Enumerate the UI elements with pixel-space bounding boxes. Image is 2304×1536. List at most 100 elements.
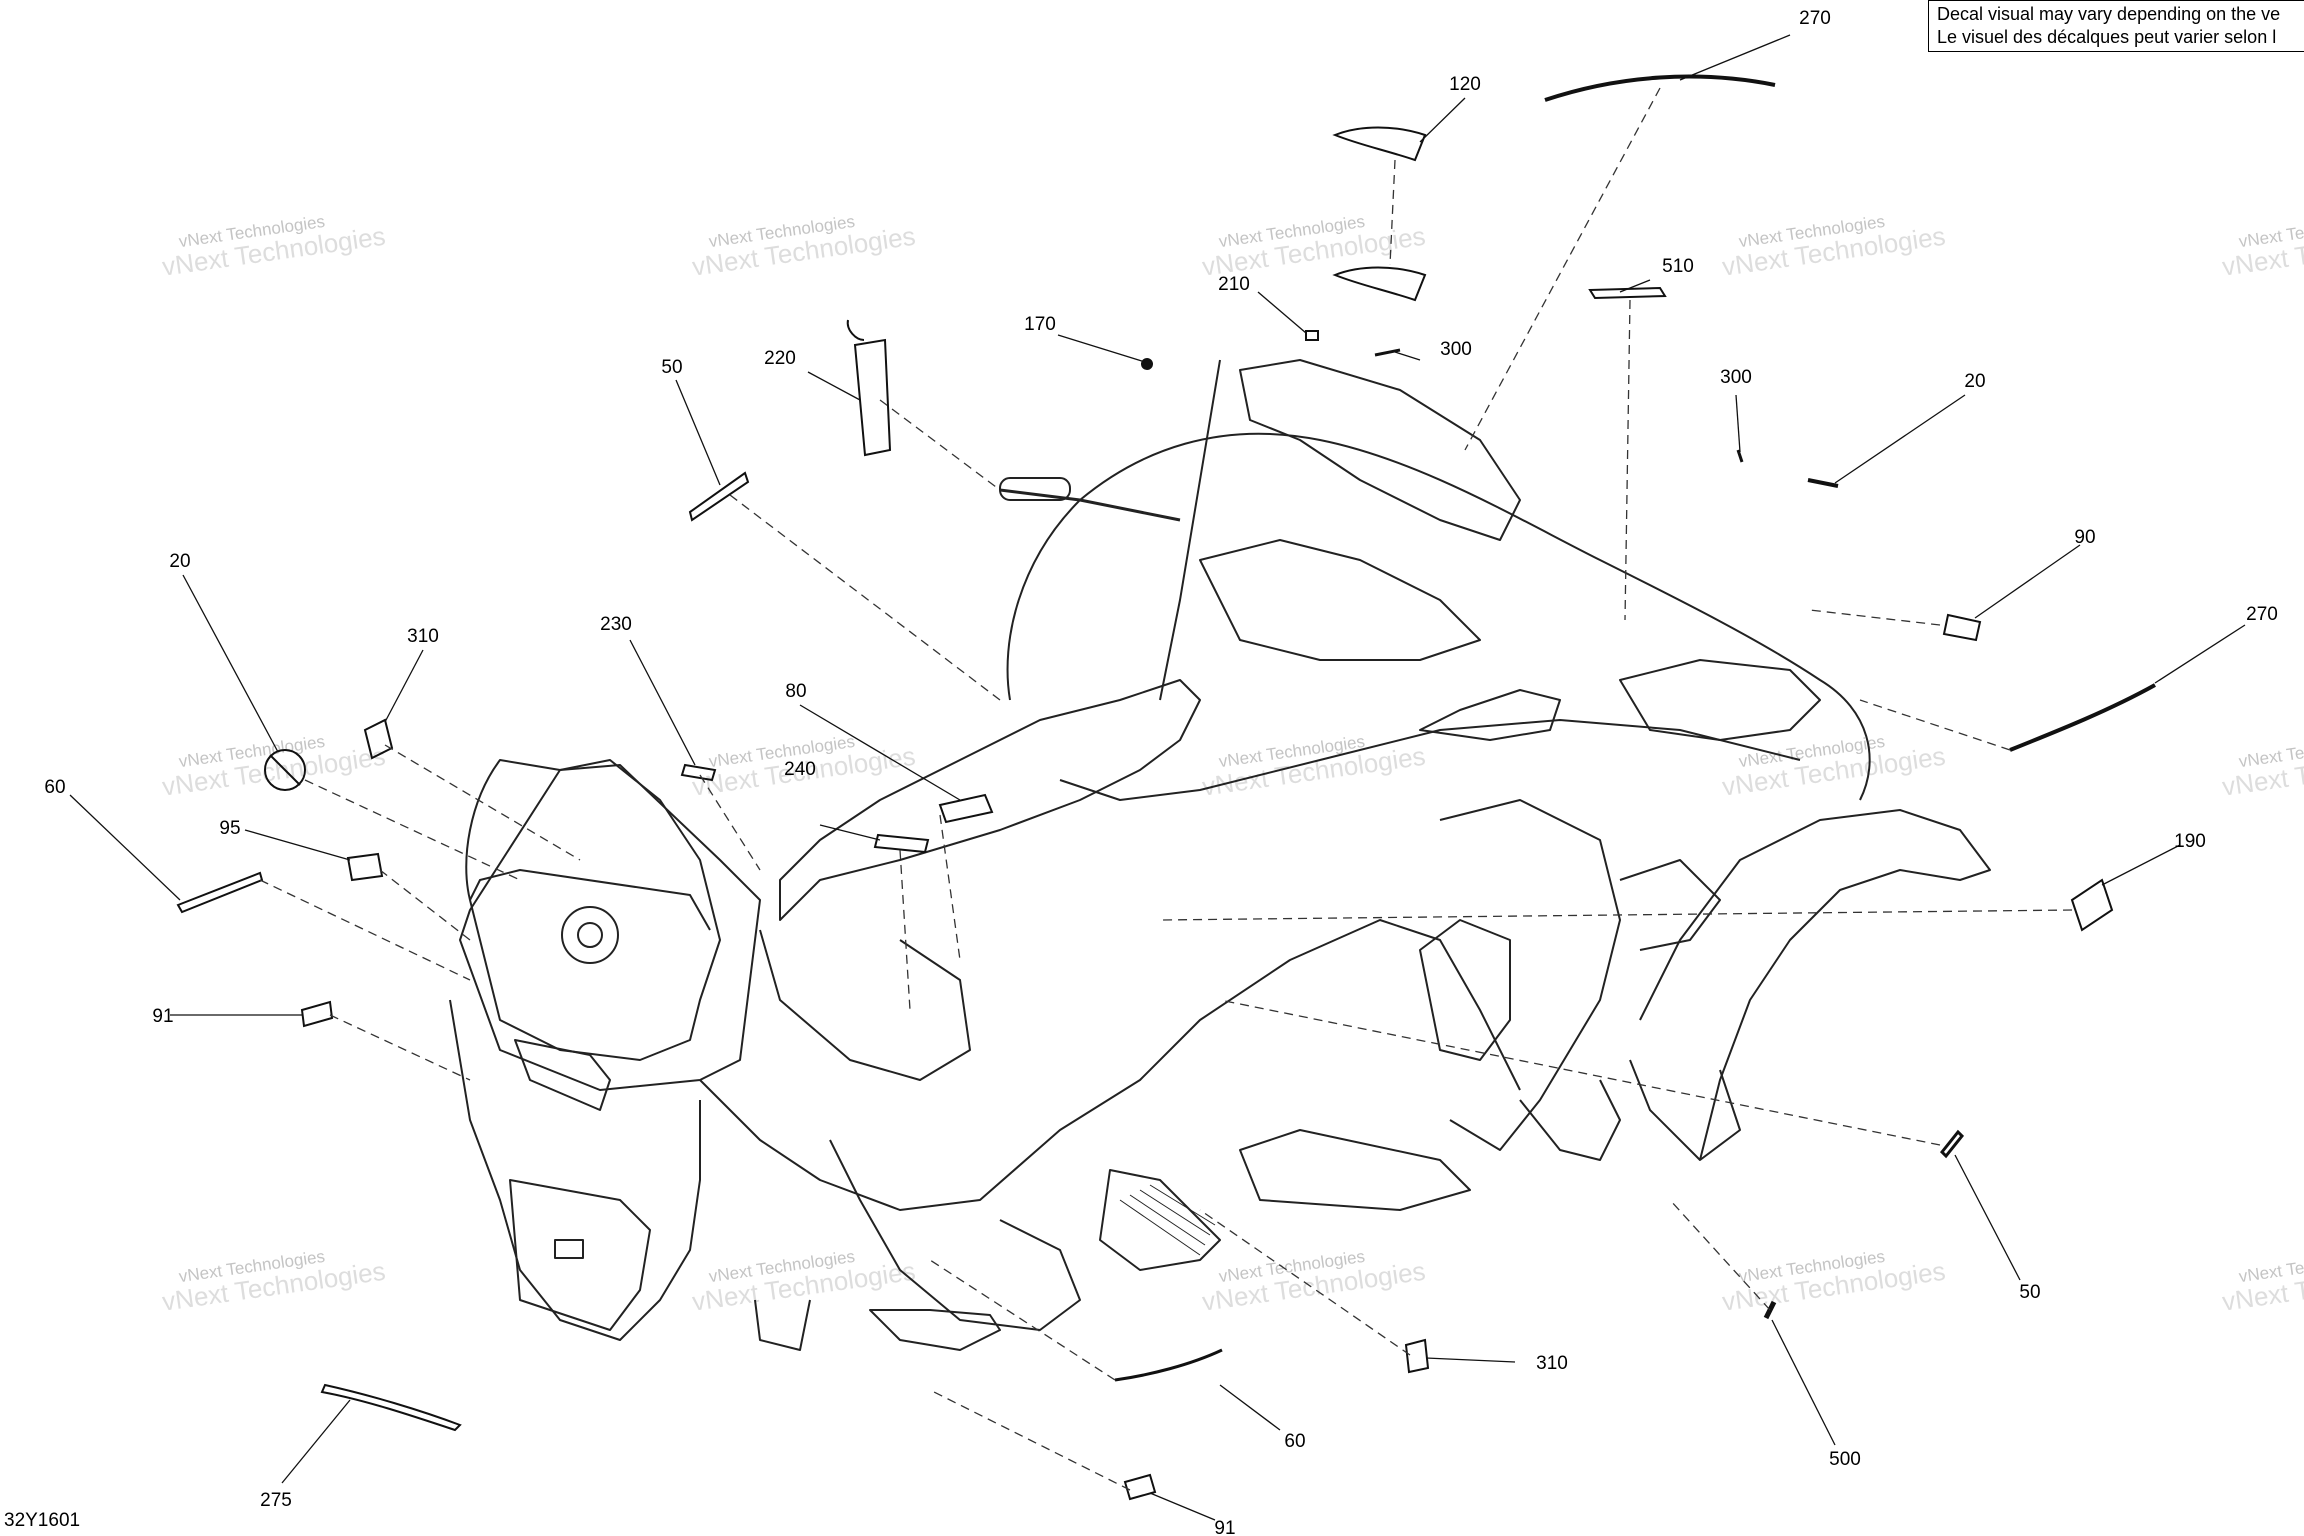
decal-95-part bbox=[346, 852, 384, 882]
callout-300-right: 300 bbox=[1720, 367, 1752, 388]
leader-line bbox=[1057, 334, 1146, 363]
decal-91-left-part bbox=[300, 1000, 334, 1028]
decal-80-part bbox=[938, 793, 994, 824]
dash-line bbox=[899, 849, 911, 1011]
decal-90-part bbox=[1942, 613, 1982, 642]
dash-line bbox=[329, 1014, 471, 1081]
dash-line bbox=[1464, 87, 1661, 451]
note-line-french: Le visuel des décalques peut varier selo… bbox=[1937, 27, 2277, 47]
plate-light bbox=[554, 1239, 584, 1259]
decal-50-top-part bbox=[688, 471, 750, 522]
rear-taillight bbox=[514, 1039, 611, 1111]
dash-line bbox=[1624, 299, 1631, 621]
leader-line bbox=[807, 371, 861, 401]
watermark: vNext Technologies vNext Technologies bbox=[160, 732, 387, 802]
callout-275: 275 bbox=[260, 1490, 292, 1511]
trunk-lock bbox=[561, 906, 619, 964]
watermark: vNext Technologies vNext Technologies bbox=[1200, 212, 1427, 282]
floor-step bbox=[1239, 1129, 1471, 1211]
leader-line bbox=[1834, 394, 1966, 484]
callout-300-center: 300 bbox=[1440, 339, 1472, 360]
decal-300-right-part bbox=[1736, 449, 1744, 463]
leader-line bbox=[629, 639, 696, 766]
callout-310-left: 310 bbox=[407, 626, 439, 647]
leader-line bbox=[1219, 1384, 1281, 1431]
decal-91-bottom-part bbox=[1123, 1473, 1157, 1501]
fairing-side-vent bbox=[1419, 689, 1561, 741]
rear-trunk-lid bbox=[469, 869, 711, 931]
leader-line bbox=[1257, 291, 1307, 334]
leader-line bbox=[819, 824, 881, 841]
decal-510-part bbox=[1588, 286, 1667, 300]
dashboard bbox=[1199, 539, 1481, 661]
leader-line bbox=[182, 574, 279, 753]
watermark: vNext Technologies vNext Technologies bbox=[1720, 212, 1947, 282]
dash-line bbox=[1199, 1209, 1411, 1356]
dash-line bbox=[304, 779, 521, 881]
footboard-mesh bbox=[1119, 1184, 1216, 1256]
callouts: 270 120 210 170 300 510 300 20 220 50 90… bbox=[44, 8, 2277, 1536]
vehicle-drawing bbox=[449, 359, 1991, 1351]
callout-60-bottom: 60 bbox=[1284, 1431, 1305, 1452]
callout-270-right: 270 bbox=[2246, 604, 2278, 625]
leader-line bbox=[1679, 34, 1791, 81]
mirror-stem bbox=[1159, 359, 1221, 701]
callout-20-right: 20 bbox=[1964, 371, 1985, 392]
leader-line bbox=[1619, 279, 1651, 293]
leader-line bbox=[1419, 97, 1466, 143]
callout-50-right: 50 bbox=[2019, 1282, 2040, 1303]
dash-line bbox=[1809, 609, 1941, 626]
callout-230: 230 bbox=[600, 614, 632, 635]
callout-190: 190 bbox=[2174, 831, 2206, 852]
leader-line bbox=[2154, 624, 2246, 684]
diagram-code: 32Y1601 bbox=[4, 1510, 81, 1531]
leader-line bbox=[2101, 844, 2181, 886]
callout-95: 95 bbox=[219, 818, 240, 839]
watermark: vNext Technologies vNext Technologies bbox=[1720, 1247, 1947, 1317]
decal-20-left-mark bbox=[269, 754, 301, 786]
dash-line bbox=[879, 399, 1001, 491]
dash-line bbox=[384, 744, 581, 861]
callout-20-left: 20 bbox=[169, 551, 190, 572]
decal-60-left-part bbox=[176, 871, 264, 914]
seat-back bbox=[759, 929, 971, 1081]
leader-line bbox=[1771, 1319, 1836, 1446]
dash-line bbox=[259, 879, 471, 981]
license-plate-area bbox=[509, 1179, 651, 1331]
callout-50-top: 50 bbox=[661, 357, 682, 378]
decal-210-part bbox=[1305, 330, 1319, 341]
watermark: vNext Technologies vNext Technologies bbox=[2220, 1247, 2304, 1317]
leader-line bbox=[244, 829, 351, 861]
callout-240: 240 bbox=[784, 759, 816, 780]
callout-90: 90 bbox=[2074, 527, 2095, 548]
decal-310-left-part bbox=[363, 718, 394, 760]
watermark: vNext Technologies vNext Technologies bbox=[690, 1247, 917, 1317]
rear-top-case bbox=[459, 764, 761, 1091]
dash-line bbox=[699, 774, 761, 871]
dash-line bbox=[379, 869, 471, 941]
decal-220-part bbox=[853, 338, 892, 457]
decal-20-right-part bbox=[1807, 478, 1839, 488]
leader-line bbox=[69, 794, 181, 901]
decals bbox=[176, 74, 2156, 1501]
callout-80: 80 bbox=[785, 681, 806, 702]
front-lower-cover bbox=[1519, 1079, 1621, 1161]
dash-line bbox=[1159, 909, 2073, 921]
leader-line bbox=[1425, 1357, 1516, 1363]
leader-line bbox=[1974, 544, 2081, 619]
front-panel-lower bbox=[1439, 799, 1621, 1151]
callout-91-left: 91 bbox=[152, 1006, 173, 1027]
note-line-english: Decal visual may vary depending on the v… bbox=[1937, 4, 2281, 24]
leader-line bbox=[1149, 1492, 1216, 1521]
callout-210: 210 bbox=[1218, 274, 1250, 295]
callout-120: 120 bbox=[1449, 74, 1481, 95]
decal-variation-note: Decal visual may vary depending on the v… bbox=[1928, 0, 2304, 52]
front-fender-tip bbox=[1629, 1059, 1741, 1161]
handlebar bbox=[999, 488, 1181, 522]
callout-91-bottom: 91 bbox=[1214, 1518, 1235, 1536]
decal-300-center-part bbox=[1374, 348, 1401, 357]
decal-60-bottom-part bbox=[1114, 1348, 1223, 1382]
saddlebag-vent bbox=[869, 1309, 1001, 1351]
